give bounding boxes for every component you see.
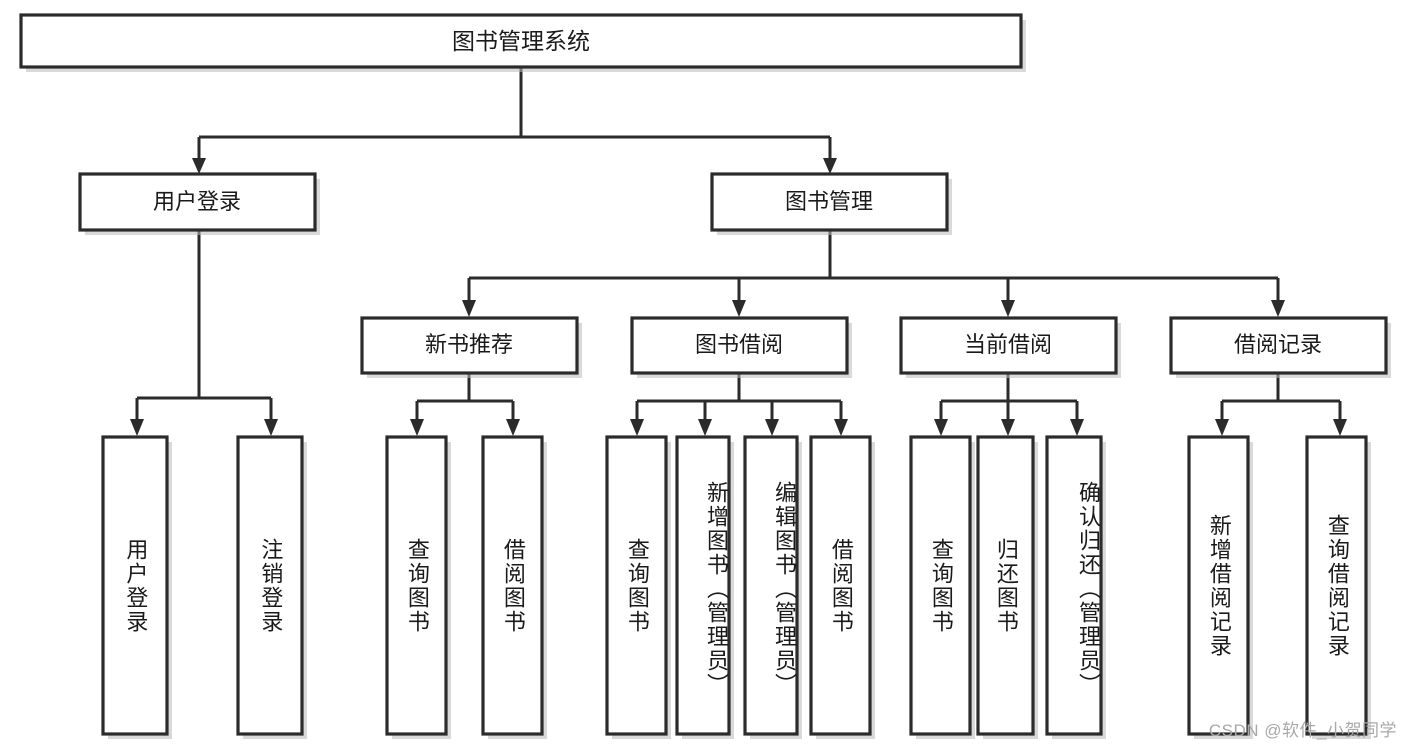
connector-layer — [130, 67, 1347, 436]
arrowhead-borrow-record — [1271, 300, 1285, 317]
arrowhead-new-book-rec — [462, 300, 476, 317]
arrowhead-book-manage — [823, 158, 837, 174]
node-leaf-confirm-return[interactable] — [1045, 435, 1106, 739]
node-root[interactable]: 图书管理系统 — [19, 13, 1026, 72]
arrowhead-edit-book — [765, 419, 779, 436]
node-leaf-borrow-book-1[interactable] — [481, 435, 547, 739]
node-book-manage-label: 图书管理 — [785, 189, 873, 214]
arrowhead-borrow-book-2 — [834, 419, 848, 436]
csdn-watermark: CSDN @软件_小贺同学 — [1208, 721, 1397, 740]
node-leaf-add-book[interactable] — [675, 435, 734, 739]
node-leaf-query-book-3[interactable] — [909, 435, 975, 739]
arrowhead-add-book — [698, 419, 712, 436]
arrowhead-return-book — [1001, 419, 1015, 436]
arrowhead-current-borrow — [1001, 300, 1015, 317]
node-root-label: 图书管理系统 — [452, 28, 590, 54]
node-current-borrow-label: 当前借阅 — [964, 332, 1052, 357]
node-leaf-user-login[interactable] — [101, 435, 172, 739]
node-leaf-add-record[interactable] — [1187, 435, 1253, 739]
node-borrow-record[interactable]: 借阅记录 — [1169, 316, 1391, 378]
arrowhead-leaf-user-login — [130, 419, 144, 436]
node-leaf-query-record[interactable] — [1305, 435, 1371, 739]
node-book-borrow-label: 图书借阅 — [695, 332, 783, 357]
node-leaf-edit-book[interactable] — [743, 435, 802, 739]
node-leaf-logout-login[interactable] — [236, 435, 307, 739]
arrowhead-leaf-logout-login — [264, 419, 278, 436]
arrowhead-borrow-book-1 — [506, 419, 520, 436]
arrowhead-book-borrow — [732, 300, 746, 317]
node-layer: 图书管理系统 用户登录 图书管理 新书推荐 图书 — [19, 13, 1391, 739]
arrowhead-query-book-3 — [934, 419, 948, 436]
arrowhead-query-record — [1333, 419, 1347, 436]
arrowhead-user-login — [192, 158, 206, 174]
arrowhead-query-book-2 — [630, 419, 644, 436]
node-new-book-rec[interactable]: 新书推荐 — [360, 316, 582, 378]
node-current-borrow[interactable]: 当前借阅 — [899, 316, 1121, 378]
node-new-book-rec-label: 新书推荐 — [425, 332, 513, 357]
node-book-manage[interactable]: 图书管理 — [710, 172, 952, 235]
node-leaf-query-book-2[interactable] — [605, 435, 671, 739]
node-user-login-label: 用户登录 — [153, 189, 241, 214]
node-leaf-query-book-1[interactable] — [385, 435, 451, 739]
arrowhead-add-record — [1215, 419, 1229, 436]
node-borrow-record-label: 借阅记录 — [1234, 332, 1322, 357]
node-book-borrow[interactable]: 图书借阅 — [630, 316, 852, 378]
arrowhead-confirm-return — [1070, 419, 1084, 436]
arrowhead-query-book-1 — [410, 419, 424, 436]
node-leaf-return-book[interactable] — [976, 435, 1038, 739]
node-user-login[interactable]: 用户登录 — [78, 172, 320, 235]
node-leaf-borrow-book-2[interactable] — [809, 435, 875, 739]
